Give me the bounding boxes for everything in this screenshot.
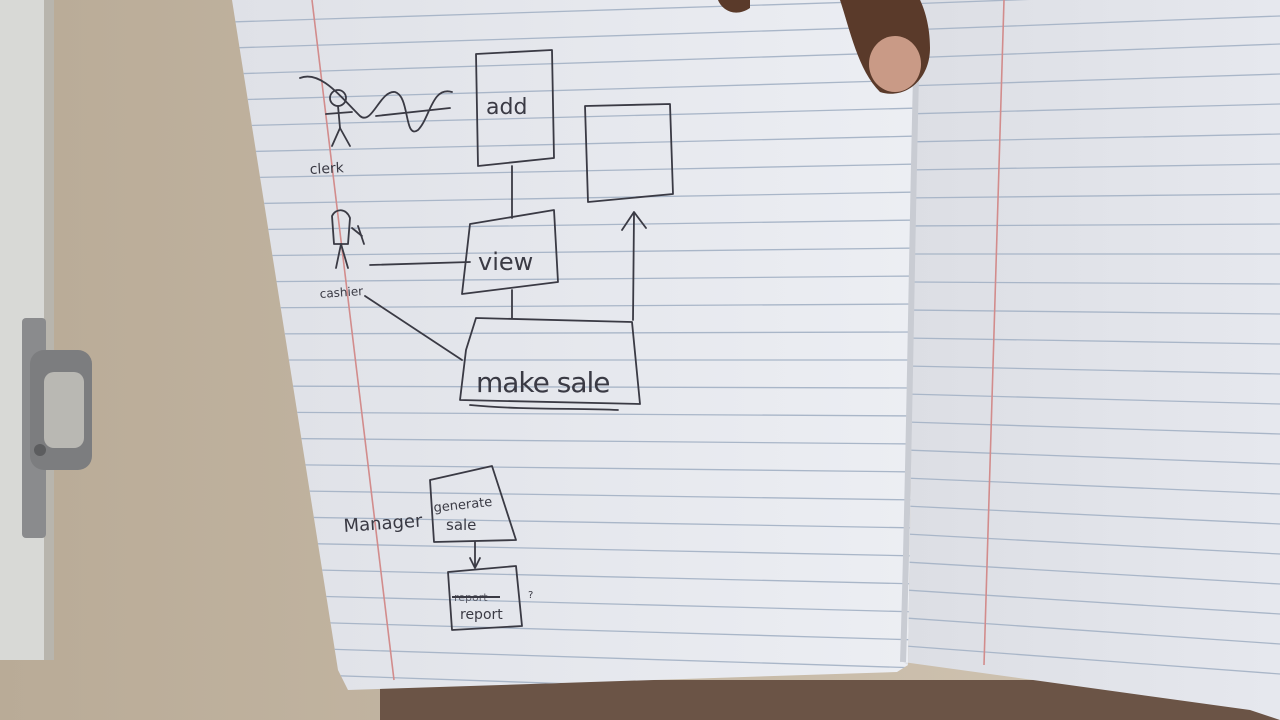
box-label-generate-line1: generate: [433, 495, 493, 516]
door-edge: [44, 0, 54, 660]
scribble: [299, 75, 453, 133]
ruled-lines: [232, 0, 918, 690]
generate-sale-box: [429, 465, 517, 543]
page-gutter: [900, 0, 921, 663]
margin-line-right: [983, 0, 1005, 666]
diagram-labels: clerk cashier Manager add view make sale…: [309, 95, 610, 623]
hand-icon: [718, 0, 930, 94]
make-sale-box: [459, 317, 641, 405]
box-label-report: report: [460, 607, 503, 623]
box-label-add: add: [486, 95, 527, 120]
ruled-lines-right: [904, 0, 1280, 675]
question-mark: ?: [528, 590, 533, 601]
blank-box: [584, 103, 674, 203]
notebook-left-page: [232, 0, 918, 690]
box-label-view: view: [478, 248, 533, 276]
cashier-view-link: [369, 261, 471, 266]
notebook-right-page: [900, 0, 1280, 720]
view-box: [461, 209, 559, 295]
door-handle-icon: [22, 318, 92, 538]
clerk-stick-figure-icon: [325, 89, 353, 147]
report-label-group: report report: [452, 591, 503, 623]
add-box: [475, 49, 555, 167]
cashier-stick-figure-icon: [331, 209, 365, 269]
box-label-make-sale: make sale: [476, 366, 610, 399]
actor-label-clerk: clerk: [309, 160, 345, 178]
use-case-diagram: [299, 49, 674, 631]
report-box: [447, 565, 523, 631]
actor-label-cashier: cashier: [319, 284, 363, 301]
cashier-sale-link: [364, 295, 463, 361]
box-label-generate-line2: sale: [446, 516, 476, 534]
